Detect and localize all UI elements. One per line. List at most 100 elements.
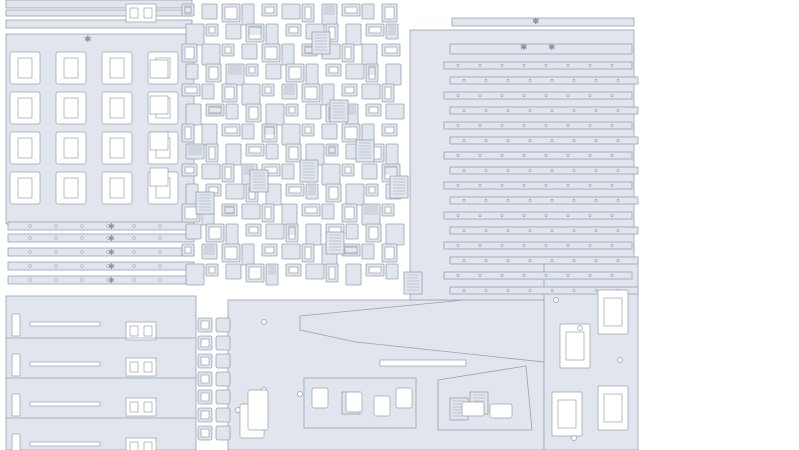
small-frame-window	[603, 297, 623, 327]
small-frame	[201, 3, 218, 20]
rail-hole	[572, 139, 576, 142]
small-frame	[385, 63, 402, 86]
long-rail	[443, 241, 633, 250]
rail-hole	[522, 94, 526, 97]
small-frame	[225, 223, 239, 246]
rail-hole	[54, 264, 58, 268]
small-frame-window	[603, 393, 623, 423]
small-frame	[185, 103, 202, 126]
long-rail	[443, 91, 633, 100]
rail-hole	[588, 244, 592, 247]
small-frame	[201, 43, 221, 66]
small-frame-window	[224, 86, 235, 100]
rail-hole	[500, 244, 504, 247]
small-frame-window	[344, 126, 358, 140]
small-frame-window	[184, 86, 198, 94]
grille-plate	[355, 139, 375, 163]
small-frame-window	[264, 246, 275, 254]
small-frame	[215, 389, 231, 405]
rail-hole	[528, 79, 532, 82]
small-frame-window	[208, 266, 216, 274]
small-frame-window	[344, 166, 352, 174]
small-frame-window	[208, 146, 216, 160]
grille-plate	[325, 231, 345, 255]
diagonal-plate	[299, 299, 545, 363]
rail-hole	[616, 229, 620, 232]
small-frame-window	[384, 246, 395, 260]
rail-hole	[616, 169, 620, 172]
rail-hole	[462, 139, 466, 142]
small-frame-window	[344, 86, 355, 94]
small-frame-window	[109, 177, 125, 199]
left-rails	[7, 221, 195, 285]
rail-hole	[506, 79, 510, 82]
rail-hole	[500, 64, 504, 67]
rail-hole	[594, 169, 598, 172]
small-frame	[345, 23, 362, 46]
small-frame	[185, 63, 199, 80]
rail-hole	[158, 224, 162, 228]
small-frame-window	[565, 331, 585, 361]
small-frame	[265, 103, 285, 126]
star-mark: ✱	[548, 43, 556, 53]
small-frame-window	[224, 166, 232, 180]
rail-hole	[478, 124, 482, 127]
small-frame-window	[344, 206, 355, 220]
small-frame-window	[200, 356, 210, 366]
rail-hole	[588, 124, 592, 127]
rail-hole	[610, 64, 614, 67]
rail-hole	[610, 214, 614, 217]
star-mark: ✱	[108, 234, 115, 243]
star-mark: ✱	[532, 17, 540, 27]
rail-hole	[54, 236, 58, 240]
rail-hole	[106, 236, 110, 240]
small-frame-window	[264, 206, 272, 220]
small-frame	[305, 263, 325, 280]
rail-hole	[28, 250, 32, 254]
rail-hole	[456, 184, 460, 187]
small-frame	[215, 335, 231, 351]
rail-hole	[54, 250, 58, 254]
rail-hole	[80, 224, 84, 228]
small-frame-window	[264, 6, 275, 14]
rail-hole	[456, 214, 460, 217]
rail-hole	[54, 278, 58, 282]
rail-hole	[478, 94, 482, 97]
rail-hole	[616, 199, 620, 202]
small-frame-window	[288, 186, 302, 194]
rail-hole	[132, 278, 136, 282]
small-frame-window	[264, 126, 275, 140]
rail-hole	[566, 64, 570, 67]
small-frame	[201, 83, 215, 100]
small-frame	[241, 3, 255, 26]
small-frame	[149, 131, 169, 151]
rail-hole	[594, 259, 598, 262]
small-frame	[247, 389, 269, 431]
small-frame	[281, 123, 301, 146]
rail-hole	[456, 94, 460, 97]
rail-hole	[550, 199, 554, 202]
small-frame-window	[248, 266, 262, 280]
grille-plate	[311, 31, 331, 55]
small-frame	[361, 83, 381, 100]
rail-hole	[132, 224, 136, 228]
small-frame-window	[184, 46, 195, 60]
rail-hole	[528, 169, 532, 172]
long-rail	[449, 226, 639, 235]
rail-hole	[594, 289, 598, 292]
rail-hole	[566, 124, 570, 127]
rail-hole	[544, 64, 548, 67]
rail-hole	[106, 224, 110, 228]
small-frame-window	[224, 246, 238, 260]
rail-hole	[478, 274, 482, 277]
rail-hole	[572, 229, 576, 232]
rail-hole	[550, 289, 554, 292]
small-frame-window	[224, 6, 238, 20]
rail-hole	[588, 94, 592, 97]
rail-hole	[456, 274, 460, 277]
long-rail	[443, 121, 633, 130]
star-mark: ✱	[84, 35, 92, 45]
rail-hole	[544, 184, 548, 187]
small-frame-window	[224, 126, 238, 134]
